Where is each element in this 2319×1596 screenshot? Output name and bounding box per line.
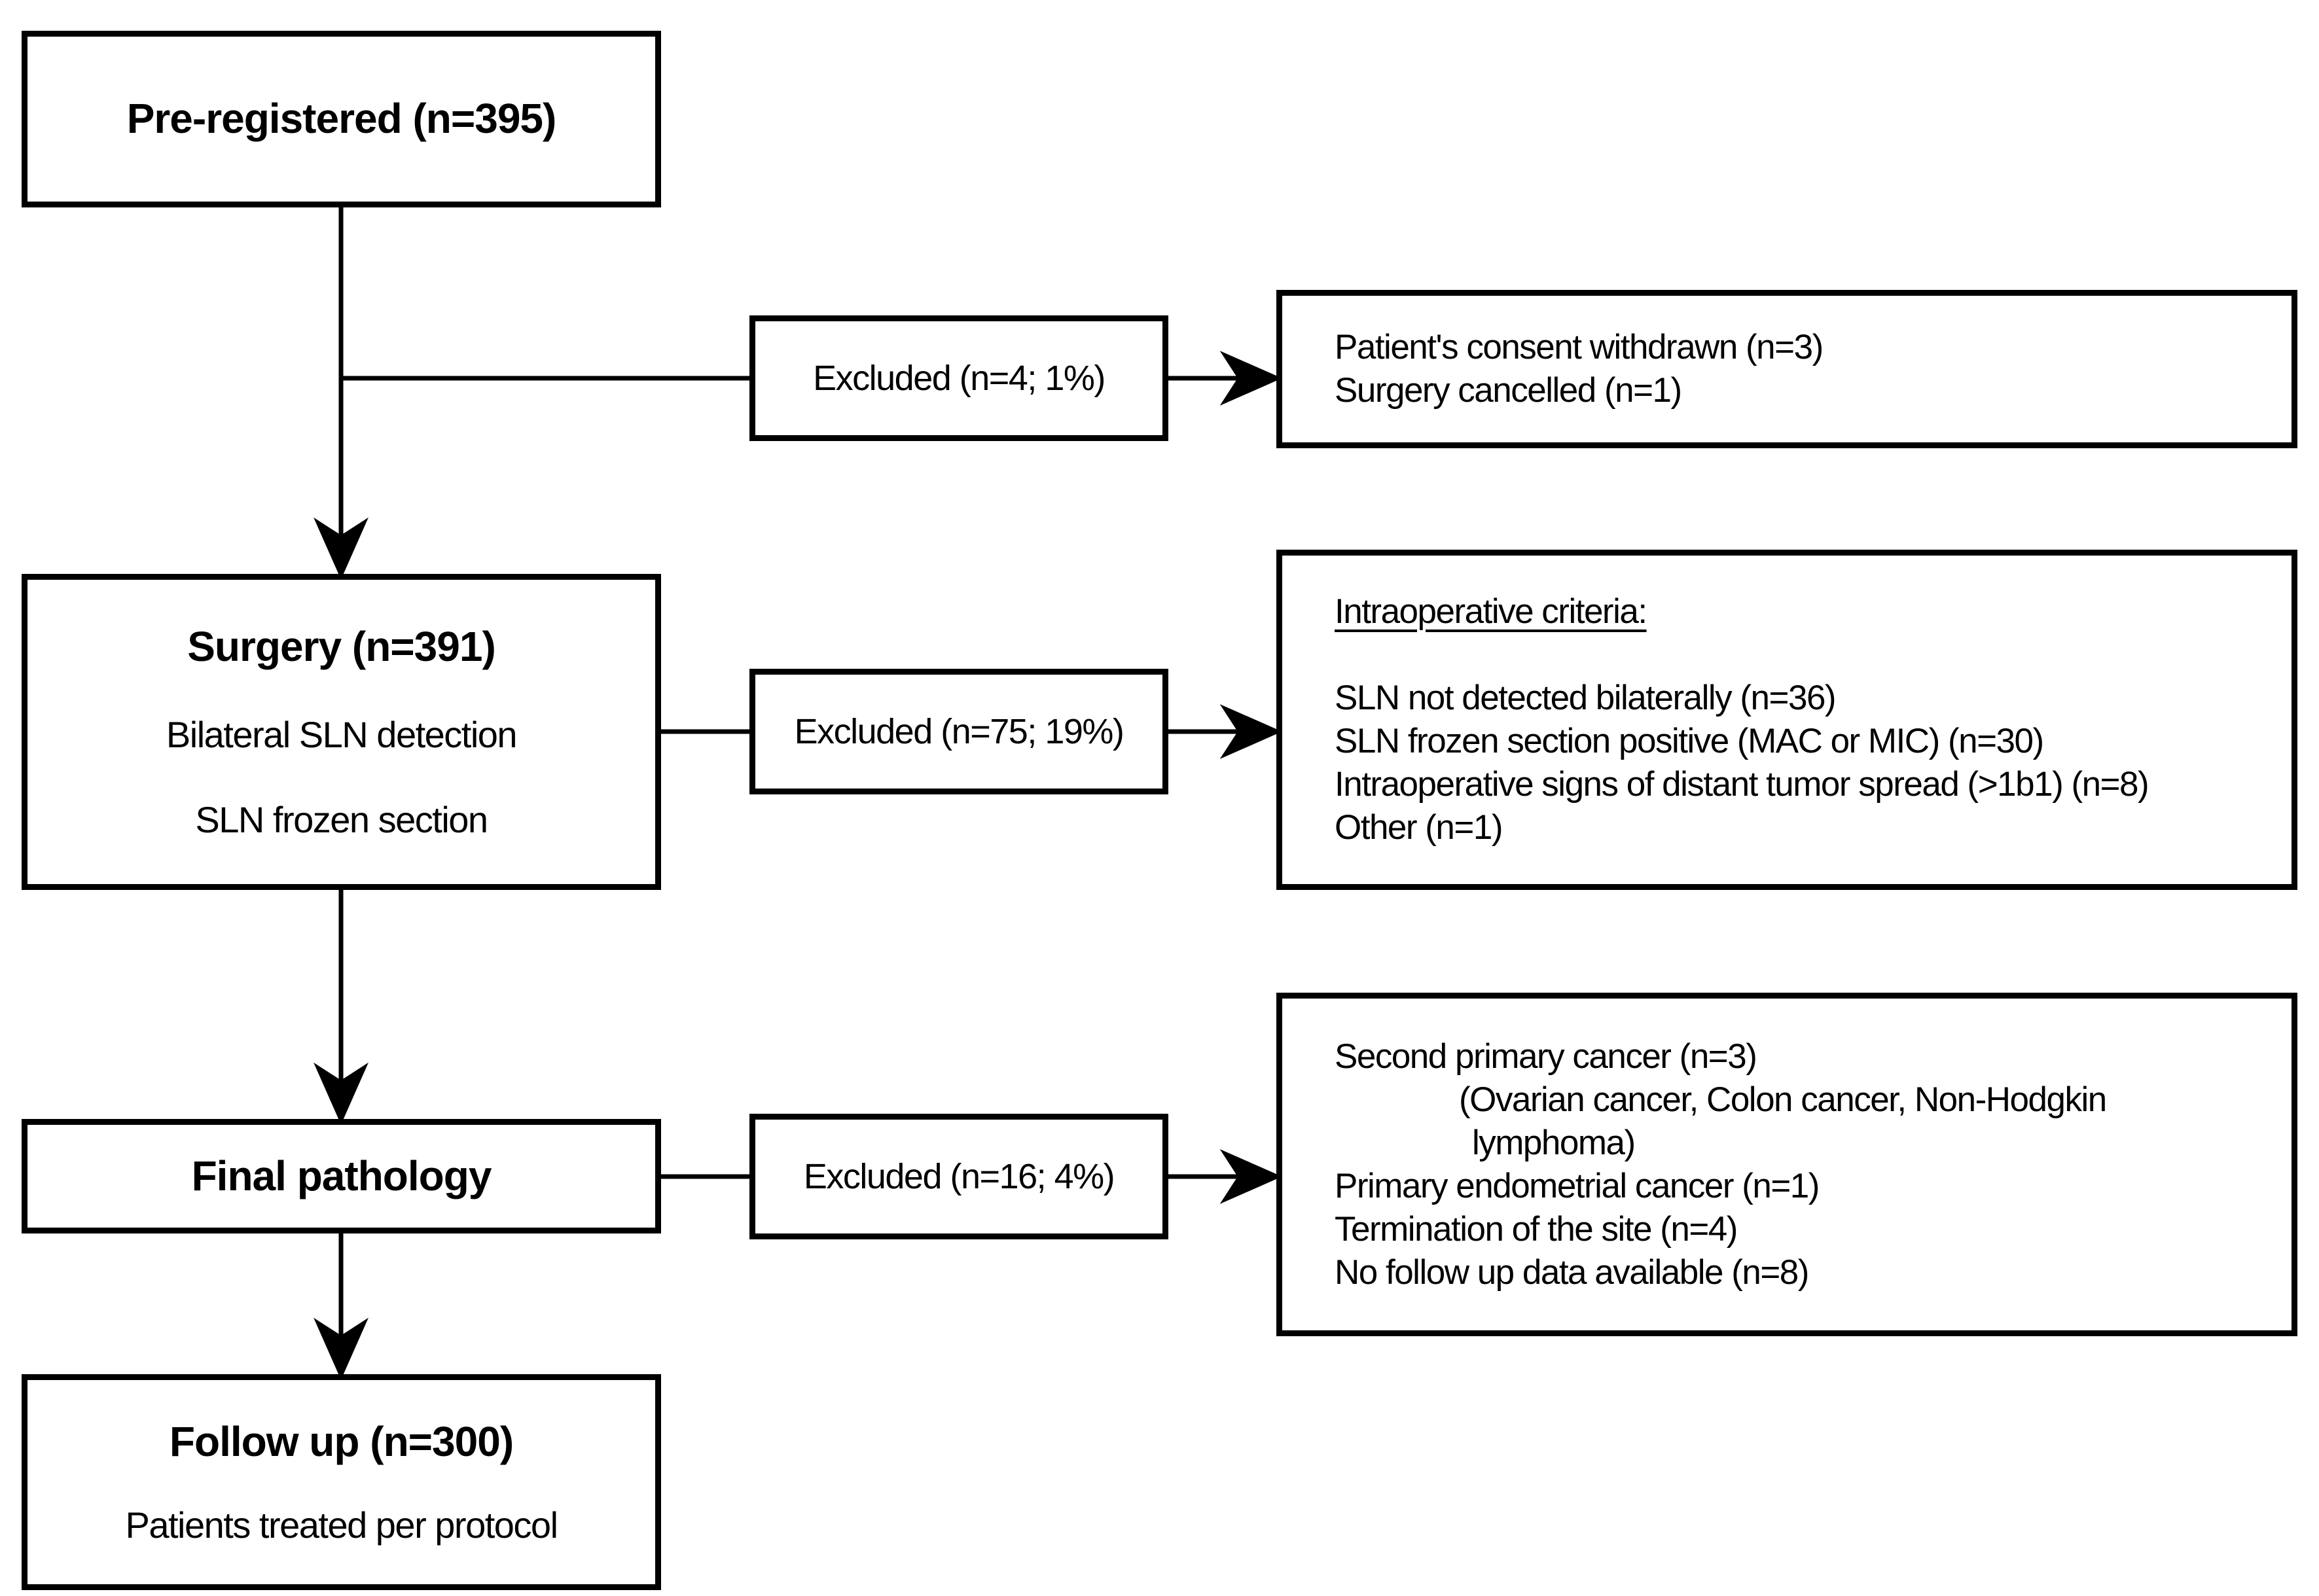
arrowhead-into-reasons2 [1219,704,1282,759]
excluded-2-box: Excluded (n=75; 19%) [749,669,1168,794]
surgery-title: Surgery (n=391) [187,622,496,670]
reason-sln-not-detected: SLN not detected bilaterally (n=36) [1335,679,1837,717]
reason-site-termination: Termination of the site (n=4) [1335,1209,1738,1249]
follow-up-title: Follow up (n=300) [169,1418,514,1465]
excluded-1-label: Excluded (n=4; 1%) [813,359,1106,398]
follow-up-line-per-protocol: Patients treated per protocol [125,1504,558,1546]
exclusion-reasons-2-box: Intraoperative criteria: SLN not detecte… [1276,550,2297,890]
arrowhead-into-followup [314,1317,369,1380]
reason-consent-withdrawn: Patient's consent withdrawn (n=3) [1335,328,1824,366]
reason-no-follow-up-data: No follow up data available (n=8) [1335,1252,1809,1292]
reason-frozen-section-positive: SLN frozen section positive (MAC or MIC)… [1335,722,2044,760]
reason-primary-endometrial-cancer: Primary endometrial cancer (n=1) [1335,1166,1820,1205]
reason-other: Other (n=1) [1335,808,1503,847]
surgery-line-frozen-section: SLN frozen section [195,798,488,840]
reason-distant-tumor-spread: Intraoperative signs of distant tumor sp… [1335,765,2149,804]
pre-registered-box: Pre-registered (n=395) [22,31,661,207]
arrowhead-into-reasons1 [1219,351,1282,406]
follow-up-box: Follow up (n=300) Patients treated per p… [22,1374,661,1590]
final-pathology-box: Final pathology [22,1119,661,1233]
exclusion-reasons-1-box: Patient's consent withdrawn (n=3) Surger… [1276,290,2297,448]
arrowhead-into-surgery [314,517,369,580]
arrowhead-into-finalpathology [314,1062,369,1125]
reason-second-primary-cancer: Second primary cancer (n=3) [1335,1037,1757,1076]
excluded-3-box: Excluded (n=16; 4%) [749,1114,1168,1239]
excluded-1-box: Excluded (n=4; 1%) [749,315,1168,441]
intraoperative-criteria-heading: Intraoperative criteria: [1335,592,1647,631]
reason-surgery-cancelled: Surgery cancelled (n=1) [1335,371,1682,410]
pre-registered-title: Pre-registered (n=395) [126,95,557,143]
excluded-2-label: Excluded (n=75; 19%) [794,712,1124,751]
reason-second-primary-cancer-detail-2: lymphoma) [1472,1123,1636,1162]
reason-second-primary-cancer-detail-1: (Ovarian cancer, Colon cancer, Non-Hodgk… [1459,1080,2107,1119]
exclusion-reasons-3-box: Second primary cancer (n=3) (Ovarian can… [1276,993,2297,1336]
final-pathology-title: Final pathology [191,1152,492,1199]
arrowhead-into-reasons3 [1219,1149,1282,1204]
surgery-line-bilateral-sln: Bilateral SLN detection [166,713,518,755]
surgery-box: Surgery (n=391) Bilateral SLN detection … [22,574,661,890]
excluded-3-label: Excluded (n=16; 4%) [803,1157,1115,1196]
